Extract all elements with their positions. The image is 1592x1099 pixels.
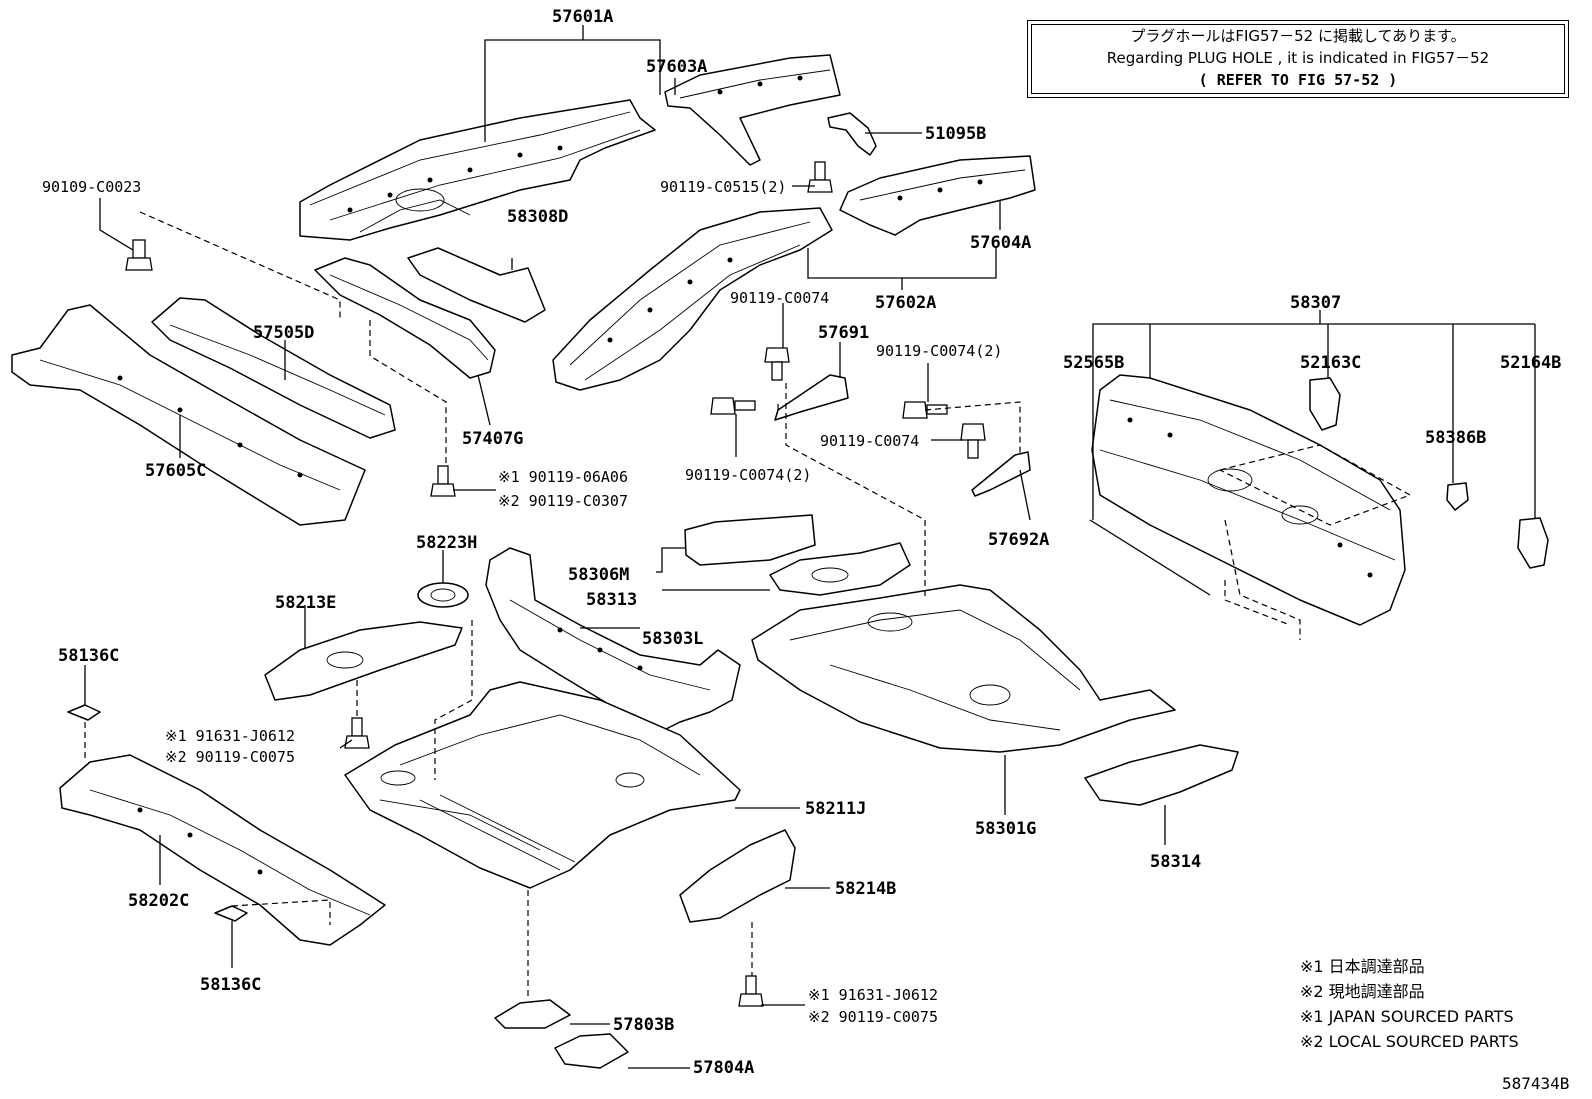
label-57691: 57691 [818, 323, 869, 343]
label-90109-C0023: 90109-C0023 [42, 178, 141, 196]
note-line-japanese: プラグホールはFIG57－52 に掲載してあります。 [1130, 27, 1466, 45]
label-58306M: 58306M [568, 565, 629, 585]
part-58214B-drawing [679, 829, 796, 923]
bolt-90119-C0074-b [960, 423, 986, 459]
part-57804A-drawing [554, 1033, 629, 1069]
bolt-91631-J0612-b [738, 975, 764, 1007]
sourcing-legend: ※1 日本調達部品 ※2 現地調達部品 ※1 JAPAN SOURCED PAR… [1300, 954, 1519, 1054]
label-57692A: 57692A [988, 530, 1049, 550]
part-57692A-drawing [971, 451, 1031, 497]
label-58314: 58314 [1150, 852, 1201, 872]
label-57602A: 57602A [875, 293, 936, 313]
label-58301G: 58301G [975, 819, 1036, 839]
label-58313: 58313 [586, 590, 637, 610]
part-57603A-drawing [664, 54, 841, 166]
part-58223H-drawing [417, 582, 469, 608]
part-58386B-drawing [1446, 482, 1469, 511]
part-58308D-drawing [407, 247, 546, 323]
label-91631-J0612-a: ※1 91631-J0612 [165, 727, 295, 745]
part-58307-drawing [1091, 374, 1406, 626]
bolt-90119-06A06 [430, 465, 456, 497]
label-90119-C0307: ※2 90119-C0307 [498, 492, 628, 510]
label-90119-C0515: 90119-C0515(2) [660, 178, 786, 196]
part-58136C-top-drawing [67, 704, 101, 721]
label-58308D: 58308D [507, 207, 568, 227]
label-90119-C0074-2a: 90119-C0074(2) [876, 342, 1002, 360]
label-52164B: 52164B [1500, 353, 1561, 373]
label-58386B: 58386B [1425, 428, 1486, 448]
part-52164B-drawing [1517, 517, 1549, 569]
label-52565B: 52565B [1063, 353, 1124, 373]
label-58214B: 58214B [835, 879, 896, 899]
part-58314-drawing [1084, 744, 1239, 806]
part-58306M-drawing [684, 514, 816, 566]
part-labels: 57601A 57603A 51095B 90119-C0515(2) 5760… [42, 7, 1561, 1078]
label-58303L: 58303L [642, 629, 703, 649]
part-58211J-drawing [344, 681, 741, 889]
label-57601A: 57601A [552, 7, 613, 27]
label-57604A: 57604A [970, 233, 1031, 253]
label-90119-C0074-a: 90119-C0074 [730, 289, 829, 307]
note-line-reference: ( REFER TO FIG 57-52 ) [1198, 71, 1398, 89]
part-57505D-drawing [151, 297, 396, 439]
label-58213E: 58213E [275, 593, 336, 613]
part-57601A-drawing [299, 99, 656, 241]
part-58202C-drawing [59, 754, 386, 946]
label-58223H: 58223H [416, 533, 477, 553]
part-58301G-drawing [751, 584, 1176, 753]
part-57691-drawing [774, 374, 849, 421]
bolt-91631-J0612-a [344, 717, 370, 749]
bolt-90119-C0515 [807, 161, 833, 193]
legend-line-1: ※1 日本調達部品 [1300, 957, 1425, 976]
label-57407G: 57407G [462, 429, 523, 449]
label-90119-C0074-2b: 90119-C0074(2) [685, 466, 811, 484]
label-58211J: 58211J [805, 799, 866, 819]
part-57602A-drawing [552, 207, 833, 391]
label-57605C: 57605C [145, 461, 206, 481]
part-52163C-drawing [1309, 377, 1341, 431]
part-57803B-drawing [494, 999, 571, 1029]
legend-line-2: ※2 現地調達部品 [1300, 982, 1425, 1001]
legend-line-3: ※1 JAPAN SOURCED PARTS [1300, 1007, 1514, 1026]
part-58313-drawing [769, 542, 911, 596]
leader-lines [84, 25, 1536, 1069]
figure-id: 587434B [1502, 1074, 1570, 1093]
part-58303L-drawing [485, 547, 741, 733]
label-58136C-bottom: 58136C [200, 975, 261, 995]
label-90119-06A06: ※1 90119-06A06 [498, 468, 628, 486]
bolt-90119-C0074-2a [710, 397, 756, 415]
part-58136C-bottom-drawing [214, 905, 248, 922]
label-58202C: 58202C [128, 891, 189, 911]
part-57407G-drawing [314, 257, 496, 379]
label-57505D: 57505D [253, 323, 314, 343]
bolt-90109-C0023 [125, 239, 153, 271]
label-52163C: 52163C [1300, 353, 1361, 373]
dashed-lines [84, 211, 1412, 1000]
bolt-90119-C0074-a [764, 347, 790, 381]
plug-hole-note: プラグホールはFIG57－52 に掲載してあります。 Regarding PLU… [1027, 20, 1569, 98]
part-57604A-drawing [839, 155, 1036, 236]
legend-line-4: ※2 LOCAL SOURCED PARTS [1300, 1032, 1519, 1051]
label-57803B: 57803B [613, 1015, 674, 1035]
part-58213E-drawing [264, 621, 463, 701]
label-90119-C0074-b: 90119-C0074 [820, 432, 919, 450]
label-58136C-top: 58136C [58, 646, 119, 666]
label-90119-C0075-b: ※2 90119-C0075 [808, 1008, 938, 1026]
label-90119-C0075-a: ※2 90119-C0075 [165, 748, 295, 766]
part-51095B-drawing [827, 112, 877, 156]
part-57605C-drawing [11, 304, 366, 526]
label-91631-J0612-b: ※1 91631-J0612 [808, 986, 938, 1004]
label-51095B: 51095B [925, 124, 986, 144]
label-57804A: 57804A [693, 1058, 754, 1078]
note-line-english: Regarding PLUG HOLE , it is indicated in… [1106, 49, 1490, 67]
label-57603A: 57603A [646, 57, 707, 77]
label-58307: 58307 [1290, 293, 1341, 313]
